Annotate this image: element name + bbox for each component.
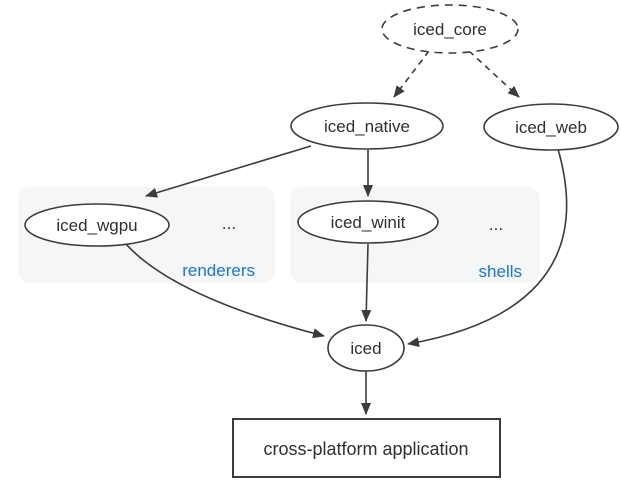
group-renderers-label: renderers xyxy=(182,261,255,280)
node-iced-core: iced_core xyxy=(381,4,519,54)
node-iced-winit-shape xyxy=(297,200,439,244)
node-iced-winit-label: iced_winit xyxy=(331,213,406,232)
group-renderers-ellipsis: ... xyxy=(222,214,236,233)
edge-core-native xyxy=(393,50,430,98)
edge-core-web xyxy=(468,50,520,98)
node-iced-shape xyxy=(327,324,405,372)
node-iced-web-label: iced_web xyxy=(515,118,587,137)
node-iced-label: iced xyxy=(350,339,381,358)
edge-wgpu-iced xyxy=(124,242,325,339)
node-iced-wgpu-label: iced_wgpu xyxy=(56,216,137,235)
node-iced-web-shape xyxy=(483,103,619,151)
node-iced-winit: iced_winit xyxy=(297,200,439,244)
node-iced-wgpu-shape xyxy=(24,203,170,247)
edge-web-iced xyxy=(407,148,568,347)
node-cross-platform-application-label: cross-platform application xyxy=(263,439,468,459)
node-iced-native-label: iced_native xyxy=(324,117,410,136)
group-shells-ellipsis: ... xyxy=(489,215,503,234)
node-iced-core-shape xyxy=(381,4,519,54)
node-iced-wgpu: iced_wgpu xyxy=(24,203,170,247)
node-iced-native-shape xyxy=(290,102,444,150)
node-cross-platform-application: cross-platform application xyxy=(232,418,501,478)
edge-native-wgpu xyxy=(145,145,312,198)
node-iced-core-label: iced_core xyxy=(413,20,487,39)
node-cross-platform-application-shape xyxy=(232,418,501,478)
edge-winit-iced xyxy=(361,243,372,322)
node-iced-web: iced_web xyxy=(483,103,619,151)
group-shells-label: shells xyxy=(479,262,522,281)
node-iced-native: iced_native xyxy=(290,102,444,150)
node-iced: iced xyxy=(327,324,405,372)
